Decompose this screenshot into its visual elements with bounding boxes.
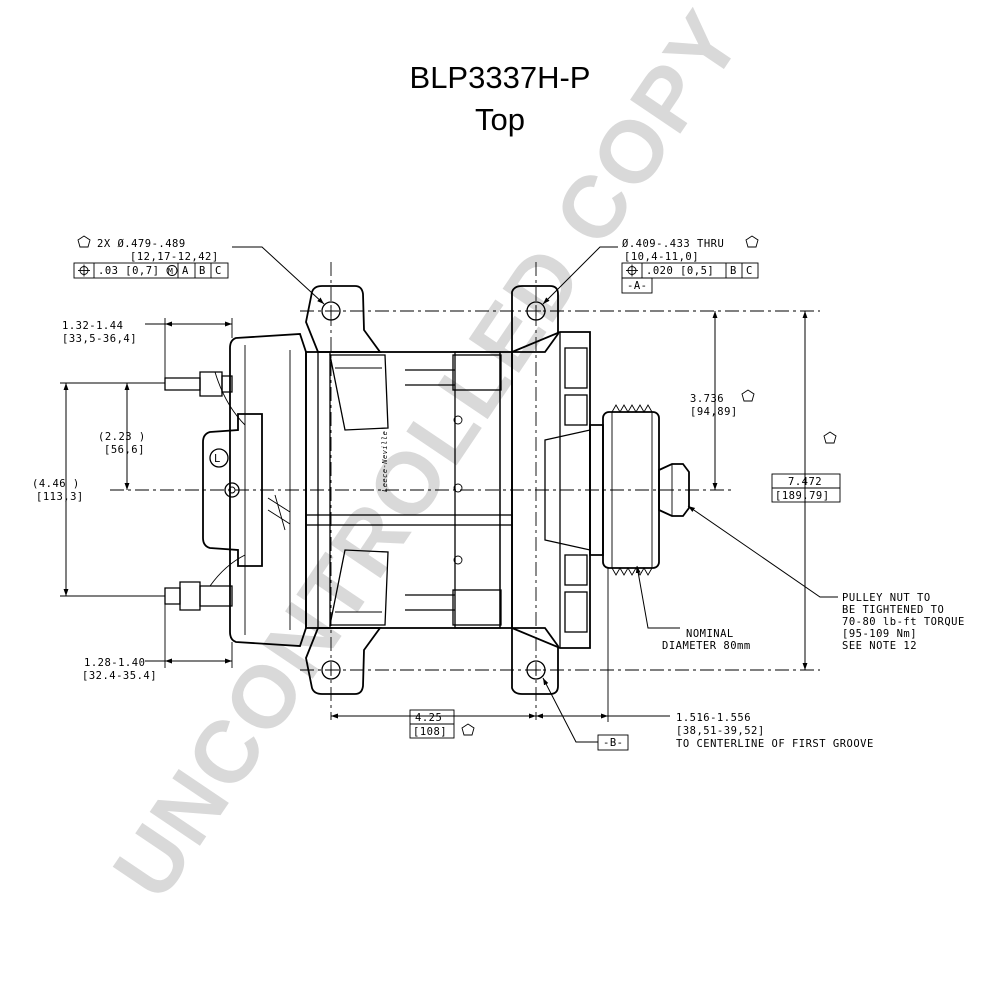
regulator-housing bbox=[202, 413, 263, 567]
drawing-view-label: Top bbox=[475, 102, 525, 137]
dim-half-height-in: (2.23 ) bbox=[98, 431, 146, 443]
dim-top-terminal-in: 1.32-1.44 bbox=[62, 320, 123, 332]
terminal-l-label: L bbox=[214, 453, 221, 465]
svg-text:.020 [0,5]: .020 [0,5] bbox=[646, 265, 714, 277]
svg-text:B: B bbox=[199, 265, 206, 277]
svg-text:[95-109 Nm]: [95-109 Nm] bbox=[842, 628, 917, 640]
position-tolerance-icon bbox=[626, 264, 638, 277]
svg-text:70-80 lb-ft TORQUE: 70-80 lb-ft TORQUE bbox=[842, 616, 965, 628]
svg-text:C: C bbox=[215, 265, 222, 277]
svg-text:-B-: -B- bbox=[603, 737, 623, 749]
pulley-grooves bbox=[611, 404, 653, 576]
svg-text:4.25: 4.25 bbox=[415, 712, 442, 724]
dim-terminal-span-in: (4.46 ) bbox=[32, 478, 80, 490]
dim-top-terminal-mm: [33,5-36,4] bbox=[62, 333, 137, 345]
mount-ear-top-right bbox=[511, 285, 559, 353]
svg-text:TO CENTERLINE OF FIRST GROOVE: TO CENTERLINE OF FIRST GROOVE bbox=[676, 738, 874, 750]
watermark-text: UNCONTROLLED COPY bbox=[94, 0, 761, 916]
callout-mount-holes-left: 2X Ø.479-.489 [12,17-12,42] .03 [0,7] M … bbox=[73, 235, 229, 279]
critical-characteristic-icon bbox=[745, 235, 759, 248]
svg-text:A: A bbox=[182, 265, 189, 277]
callout-nominal-diameter: NOMINAL DIAMETER 80mm bbox=[662, 628, 751, 652]
svg-text:[189.79]: [189.79] bbox=[775, 490, 830, 502]
svg-text:-A-: -A- bbox=[627, 280, 647, 292]
fan-vent-top bbox=[329, 354, 389, 431]
svg-text:[94,89]: [94,89] bbox=[690, 406, 738, 418]
svg-text:2X Ø.479-.489: 2X Ø.479-.489 bbox=[97, 238, 186, 250]
leader-lines bbox=[232, 246, 838, 743]
dim-first-groove: 1.516-1.556 [38,51-39,52] TO CENTERLINE … bbox=[676, 712, 874, 750]
svg-text:[10,4-11,0]: [10,4-11,0] bbox=[624, 251, 699, 263]
dimension-lines bbox=[60, 311, 808, 722]
fan-vent-bottom bbox=[329, 549, 389, 626]
datum-a-box bbox=[621, 277, 653, 294]
callout-mount-hole-right: Ø.409-.433 THRU [10,4-11,0] .020 [0,5] B… bbox=[621, 235, 759, 294]
drawing-title: BLP3337H-P bbox=[409, 60, 591, 95]
svg-text:[108]: [108] bbox=[413, 726, 447, 738]
svg-text:PULLEY NUT TO: PULLEY NUT TO bbox=[842, 592, 931, 604]
svg-text:C: C bbox=[746, 265, 753, 277]
brand-logo: Leece-Neville bbox=[381, 431, 389, 492]
dim-hole-spacing: 4.25 [108] bbox=[409, 709, 475, 739]
mmc-modifier-icon bbox=[166, 265, 178, 276]
critical-characteristic-icon bbox=[741, 389, 755, 402]
svg-text:NOMINAL: NOMINAL bbox=[686, 628, 734, 640]
svg-text:1.516-1.556: 1.516-1.556 bbox=[676, 712, 751, 724]
callout-pulley-nut: PULLEY NUT TO BE TIGHTENED TO 70-80 lb-f… bbox=[842, 592, 965, 652]
svg-text:7.472: 7.472 bbox=[788, 476, 822, 488]
svg-text:3.736: 3.736 bbox=[690, 393, 724, 405]
critical-characteristic-icon bbox=[77, 235, 91, 248]
dim-half-height-mm: [56,6] bbox=[104, 444, 145, 456]
svg-text:[38,51-39,52]: [38,51-39,52] bbox=[676, 725, 765, 737]
svg-text:BE TIGHTENED TO: BE TIGHTENED TO bbox=[842, 604, 944, 616]
centerlines bbox=[110, 262, 820, 720]
dim-bottom-terminal-mm: [32.4-35.4] bbox=[82, 670, 157, 682]
critical-characteristic-icon bbox=[823, 431, 837, 444]
mount-ear-bottom-right bbox=[511, 627, 559, 695]
position-tolerance-icon bbox=[78, 264, 90, 277]
rear-housing bbox=[229, 333, 307, 647]
svg-text:[12,17-12,42]: [12,17-12,42] bbox=[130, 251, 219, 263]
terminal-stud-bottom bbox=[164, 554, 246, 611]
svg-text:B: B bbox=[730, 265, 737, 277]
svg-text:.03 [0,7]: .03 [0,7] bbox=[98, 265, 159, 277]
mount-ear-bottom-left bbox=[305, 627, 382, 695]
mount-ear-top-left bbox=[305, 285, 382, 353]
svg-text:Ø.409-.433 THRU: Ø.409-.433 THRU bbox=[622, 238, 724, 250]
svg-text:M: M bbox=[168, 267, 173, 276]
dim-overall-height: 7.472 [189.79] bbox=[771, 431, 841, 503]
datum-b: -B- bbox=[597, 734, 629, 751]
svg-text:DIAMETER 80mm: DIAMETER 80mm bbox=[662, 640, 751, 652]
dim-bottom-terminal-in: 1.28-1.40 bbox=[84, 657, 145, 669]
dim-terminal-span-mm: [113,3] bbox=[36, 491, 84, 503]
critical-characteristic-icon bbox=[461, 723, 475, 736]
dim-hole-to-center: 3.736 [94,89] bbox=[690, 389, 755, 418]
svg-text:SEE NOTE 12: SEE NOTE 12 bbox=[842, 640, 917, 652]
terminal-stud-top bbox=[164, 371, 246, 426]
